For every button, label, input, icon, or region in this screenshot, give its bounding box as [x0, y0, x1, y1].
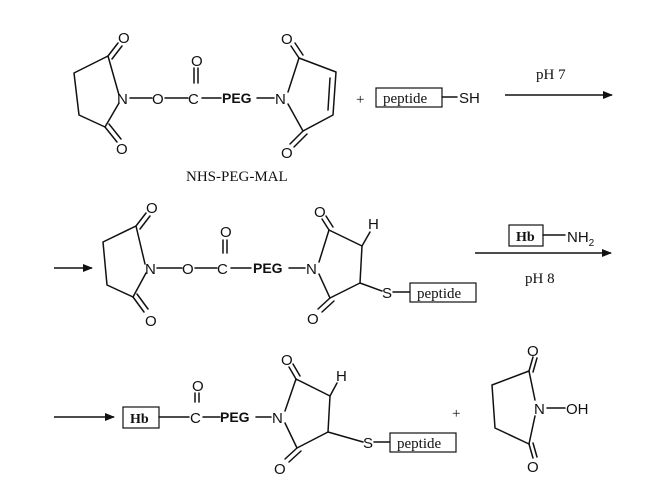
hydroxyl-group: OH — [566, 401, 589, 418]
condition-ph-7: pH 7 — [536, 67, 566, 83]
succinimide-thioether-ring: N O O H S — [306, 204, 392, 328]
plus-sign: + — [452, 406, 460, 422]
atom-oxygen: O — [116, 141, 128, 158]
atom-carbon: C — [217, 261, 228, 278]
atom-oxygen: O — [281, 31, 293, 48]
atom-sulfur: S — [382, 285, 392, 302]
nhs-ester-ring: O O N — [102, 200, 158, 330]
n-hydroxysuccinimide: O O N OH — [491, 343, 589, 476]
reaction-arrow-1: pH 7 — [505, 67, 613, 99]
atom-oxygen: O — [314, 204, 326, 221]
row-1-reactants: O O N O C O PEG N O O NHS-PEG-MAL + — [73, 30, 480, 185]
maleimide-ring: N O O — [275, 31, 337, 162]
atom-oxygen: O — [146, 200, 158, 217]
succinimide-thioether-ring: N O O H S — [272, 352, 373, 478]
peptide-label: peptide — [417, 286, 461, 302]
atom-oxygen: O — [527, 343, 539, 360]
atom-oxygen: O — [118, 30, 130, 47]
peptide-label: peptide — [383, 91, 427, 107]
atom-nitrogen: N — [534, 401, 545, 418]
peg-linker: PEG — [220, 409, 250, 425]
atom-nitrogen: N — [272, 410, 283, 427]
hb-box: Hb — [122, 406, 160, 429]
reagent-name: NHS-PEG-MAL — [186, 169, 288, 185]
atom-oxygen: O — [281, 145, 293, 162]
atom-oxygen: O — [145, 313, 157, 330]
peg-linker: PEG — [253, 260, 283, 276]
hb-label: Hb — [130, 412, 149, 427]
atom-oxygen: O — [152, 91, 164, 108]
row-2-intermediate: O O N O C O PEG N O O H S — [54, 200, 477, 330]
row-3-products: Hb C O PEG N O O H S peptide + — [54, 343, 589, 478]
reaction-arrow-2: Hb NH2 pH 8 — [475, 224, 612, 287]
hb-label: Hb — [516, 230, 535, 245]
atom-hydrogen: H — [336, 368, 347, 385]
amine-group: NH2 — [567, 229, 595, 249]
nhs-ester-ring: O O N — [73, 30, 130, 158]
atom-oxygen: O — [220, 224, 232, 241]
atom-nitrogen: N — [145, 261, 156, 278]
atom-oxygen: O — [182, 261, 194, 278]
atom-oxygen: O — [192, 378, 204, 395]
atom-nitrogen: N — [275, 91, 286, 108]
atom-oxygen: O — [281, 352, 293, 369]
condition-ph-8: pH 8 — [525, 271, 555, 287]
atom-oxygen: O — [191, 53, 203, 70]
atom-carbon: C — [188, 91, 199, 108]
atom-nitrogen: N — [117, 91, 128, 108]
atom-nitrogen: N — [306, 261, 317, 278]
atom-carbon: C — [190, 410, 201, 427]
peptide-box: peptide — [409, 282, 477, 303]
atom-sulfur: S — [363, 435, 373, 452]
peg-linker: PEG — [222, 90, 252, 106]
atom-hydrogen: H — [368, 216, 379, 233]
peptide-box: peptide — [389, 432, 457, 453]
atom-oxygen: O — [307, 311, 319, 328]
atom-oxygen: O — [274, 461, 286, 478]
atom-oxygen: O — [527, 459, 539, 476]
hb-box: Hb — [508, 224, 544, 247]
peptide-label: peptide — [397, 436, 441, 452]
thiol-group: SH — [459, 90, 480, 107]
plus-sign: + — [356, 92, 364, 108]
peptide-box: peptide — [375, 87, 443, 108]
